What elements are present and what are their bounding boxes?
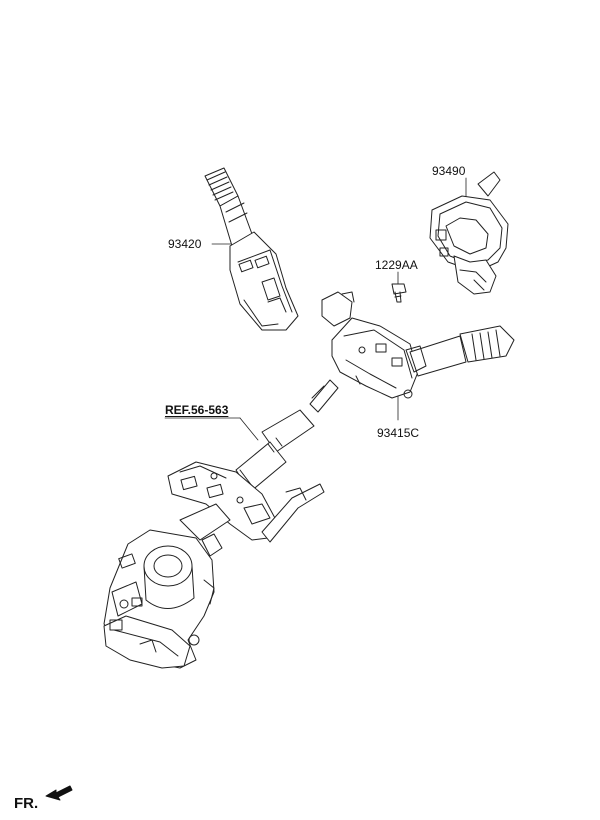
label-93420: 93420 [168,237,202,251]
label-93490: 93490 [432,164,466,178]
motor-assembly [103,503,231,669]
switch-93420 [204,167,299,331]
label-1229AA: 1229AA [375,258,418,272]
steering-column [167,379,339,543]
clock-spring-93490 [429,171,509,295]
arrow-front-icon [45,785,73,801]
bolt-1229AA [391,283,407,303]
label-93415C: 93415C [377,426,420,440]
switch-93415C [321,291,515,399]
label-ref-56-563: REF.56-563 [165,403,229,417]
direction-label: FR. [14,795,39,812]
